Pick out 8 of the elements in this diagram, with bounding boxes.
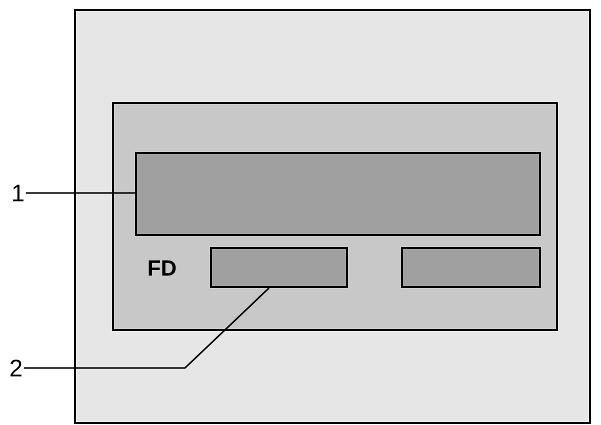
panel-label: FD (148, 260, 176, 276)
callout-number: 2 (10, 360, 22, 376)
leader-line (26, 192, 135, 194)
display-field (401, 247, 541, 288)
display-bar (135, 152, 541, 236)
callout-number: 1 (13, 184, 24, 202)
display-field (210, 247, 348, 288)
leader-line (24, 287, 270, 369)
